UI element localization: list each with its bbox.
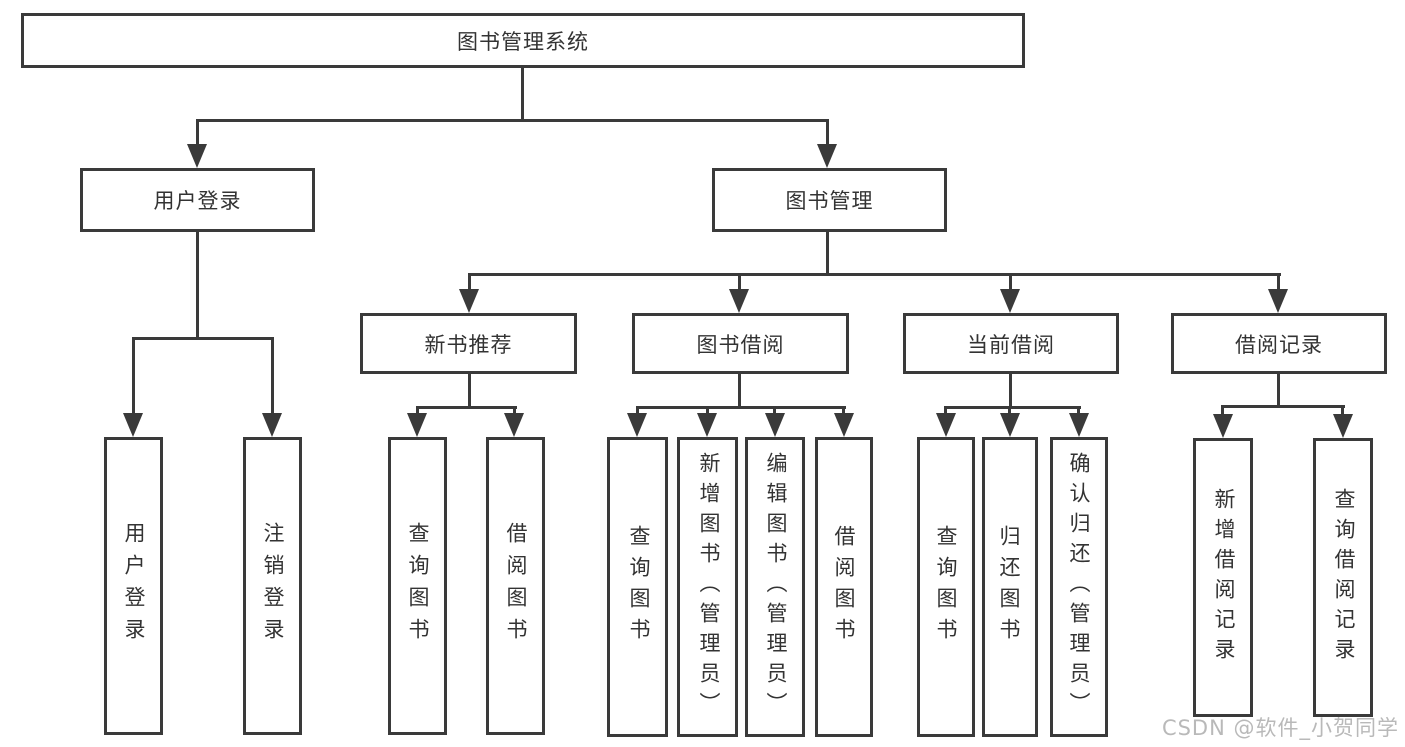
arrowhead-leaf-login bbox=[123, 413, 143, 437]
node-book-borrow: 图书借阅 bbox=[632, 313, 849, 374]
arrowhead-leaf bbox=[1213, 414, 1233, 438]
connector-leaf-feed bbox=[1341, 405, 1344, 418]
connector-user-login-down bbox=[196, 232, 199, 340]
leaf-borrow-book: 借阅图书 bbox=[815, 437, 873, 737]
arrowhead-borrow-records bbox=[1268, 289, 1288, 313]
connector-book-borrow-bus bbox=[636, 406, 846, 409]
leaf-confirm-return-admin: 确认归还（管理员） bbox=[1050, 437, 1108, 737]
connector-to-leaf-login bbox=[132, 337, 135, 417]
connector-borrow-records-down bbox=[1277, 374, 1280, 408]
arrowhead-book-mgmt bbox=[817, 144, 837, 168]
node-root-library-system: 图书管理系统 bbox=[21, 13, 1025, 68]
connector-user-login-bus bbox=[132, 337, 274, 340]
leaf-current-query-book: 查询图书 bbox=[917, 437, 975, 737]
connector-to-current-borrow bbox=[1009, 273, 1012, 295]
connector-leaf-feed bbox=[513, 406, 516, 418]
connector-new-book-bus bbox=[416, 406, 517, 409]
node-new-book-recommend: 新书推荐 bbox=[360, 313, 577, 374]
arrowhead-leaf bbox=[1000, 413, 1020, 437]
connector-borrow-records-bus bbox=[1221, 405, 1345, 408]
connector-leaf-feed bbox=[842, 406, 845, 418]
connector-leaf-feed bbox=[636, 406, 639, 418]
arrowhead-leaf bbox=[1333, 414, 1353, 438]
connector-leaf-feed bbox=[1077, 406, 1080, 418]
connector-book-borrow-down bbox=[738, 374, 741, 409]
connector-root-down bbox=[521, 68, 524, 122]
arrowhead-user-login bbox=[187, 144, 207, 168]
leaf-user-login: 用户登录 bbox=[104, 437, 163, 735]
arrowhead-leaf bbox=[1069, 413, 1089, 437]
connector-to-borrow-records bbox=[1277, 273, 1280, 295]
csdn-watermark: CSDN @软件_小贺同学 bbox=[1161, 716, 1399, 740]
leaf-recommend-query-book: 查询图书 bbox=[388, 437, 447, 735]
connector-leaf-feed bbox=[944, 406, 947, 418]
arrowhead-leaf bbox=[504, 413, 524, 437]
connector-leaf-feed bbox=[1221, 405, 1224, 418]
connector-to-user-login bbox=[196, 119, 199, 149]
arrowhead-new-book bbox=[459, 289, 479, 313]
node-current-borrow: 当前借阅 bbox=[903, 313, 1119, 374]
leaf-recommend-borrow-book: 借阅图书 bbox=[486, 437, 545, 735]
node-book-management: 图书管理 bbox=[712, 168, 947, 232]
connector-leaf-feed bbox=[1008, 406, 1011, 418]
arrowhead-book-borrow bbox=[729, 289, 749, 313]
connector-level3-bus bbox=[468, 273, 1281, 276]
leaf-query-borrow-record: 查询借阅记录 bbox=[1313, 438, 1373, 717]
connector-to-new-book bbox=[468, 273, 471, 295]
connector-current-borrow-bus bbox=[944, 406, 1081, 409]
connector-to-book-borrow bbox=[738, 273, 741, 295]
arrowhead-leaf-logout bbox=[262, 413, 282, 437]
leaf-add-book-admin: 新增图书（管理员） bbox=[677, 437, 738, 737]
node-user-login: 用户登录 bbox=[80, 168, 315, 232]
connector-book-mgmt-down bbox=[826, 232, 829, 276]
leaf-edit-book-admin: 编辑图书（管理员） bbox=[745, 437, 805, 737]
connector-to-book-mgmt bbox=[826, 119, 829, 149]
connector-level2-bus bbox=[196, 119, 829, 122]
node-borrow-records: 借阅记录 bbox=[1171, 313, 1387, 374]
leaf-add-borrow-record: 新增借阅记录 bbox=[1193, 438, 1253, 717]
connector-new-book-down bbox=[468, 374, 471, 409]
connector-current-borrow-down bbox=[1009, 374, 1012, 409]
leaf-return-book: 归还图书 bbox=[982, 437, 1038, 737]
arrowhead-current-borrow bbox=[1000, 289, 1020, 313]
leaf-borrow-query-book: 查询图书 bbox=[607, 437, 668, 737]
arrowhead-leaf bbox=[407, 413, 427, 437]
arrowhead-leaf bbox=[834, 413, 854, 437]
arrowhead-leaf bbox=[627, 413, 647, 437]
connector-to-leaf-logout bbox=[271, 337, 274, 417]
connector-leaf-feed bbox=[416, 406, 419, 418]
arrowhead-leaf bbox=[765, 413, 785, 437]
connector-leaf-feed bbox=[773, 406, 776, 418]
leaf-logout-login: 注销登录 bbox=[243, 437, 302, 735]
connector-leaf-feed bbox=[706, 406, 709, 418]
arrowhead-leaf bbox=[697, 413, 717, 437]
arrowhead-leaf bbox=[936, 413, 956, 437]
